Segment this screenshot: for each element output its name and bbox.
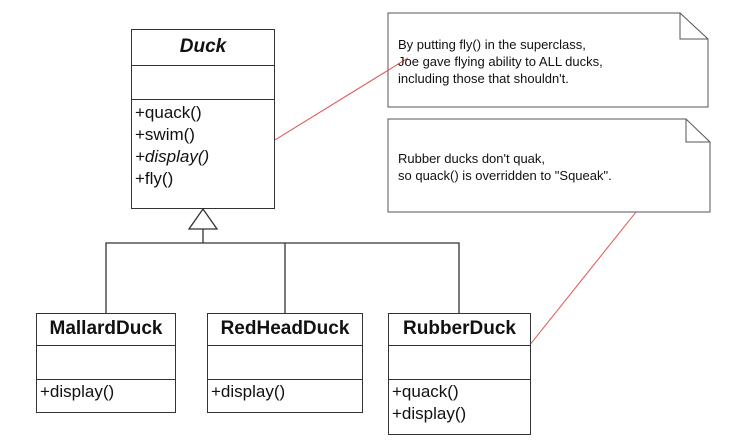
class-rubberduck-operations: +quack() +display() [389,380,530,425]
class-redheadduck-name: RedHeadDuck [208,314,362,346]
class-mallardduck: MallardDuck +display() [36,313,176,413]
note-1-line-1: By putting fly() in the superclass, [398,37,586,52]
op-display: +display() [40,382,115,401]
note-1-line-2: Joe gave flying ability to ALL ducks, [398,54,603,69]
note-1-shape [387,12,709,108]
op-display: +display() [135,147,210,166]
note-2-fold [685,119,710,143]
inheritance-connector [105,242,460,315]
note-1-text: By putting fly() in the superclass, Joe … [398,36,603,87]
class-redheadduck: RedHeadDuck +display() [207,313,363,413]
class-duck-attributes [132,66,274,100]
op-display: +display() [392,404,467,423]
class-rubberduck-attributes [389,346,530,380]
class-duck-name: Duck [132,30,274,66]
note-2-line-1: Rubber ducks don't quak, [398,151,546,166]
op-swim: +swim() [135,125,195,144]
op-display: +display() [211,382,286,401]
class-rubberduck-name: RubberDuck [389,314,530,346]
note-2-shape [387,118,711,213]
class-mallardduck-name: MallardDuck [37,314,175,346]
class-mallardduck-attributes [37,346,175,380]
note-2-text: Rubber ducks don't quak, so quack() is o… [398,150,612,184]
note-1-fold [679,13,708,40]
op-quack: +quack() [135,103,202,122]
op-fly: +fly() [135,169,174,188]
note-2-line-2: so quack() is overridden to "Squeak". [398,168,612,183]
class-mallardduck-operations: +display() [37,380,175,403]
class-redheadduck-attributes [208,346,362,380]
class-duck: Duck +quack() +swim() +display() +fly() [131,29,275,209]
note-1-line-3: including those that shouldn't. [398,71,569,86]
class-redheadduck-operations: +display() [208,380,362,403]
op-quack: +quack() [392,382,459,401]
class-duck-operations: +quack() +swim() +display() +fly() [132,100,274,190]
inheritance-triangle-icon [187,207,219,230]
class-rubberduck: RubberDuck +quack() +display() [388,313,531,435]
